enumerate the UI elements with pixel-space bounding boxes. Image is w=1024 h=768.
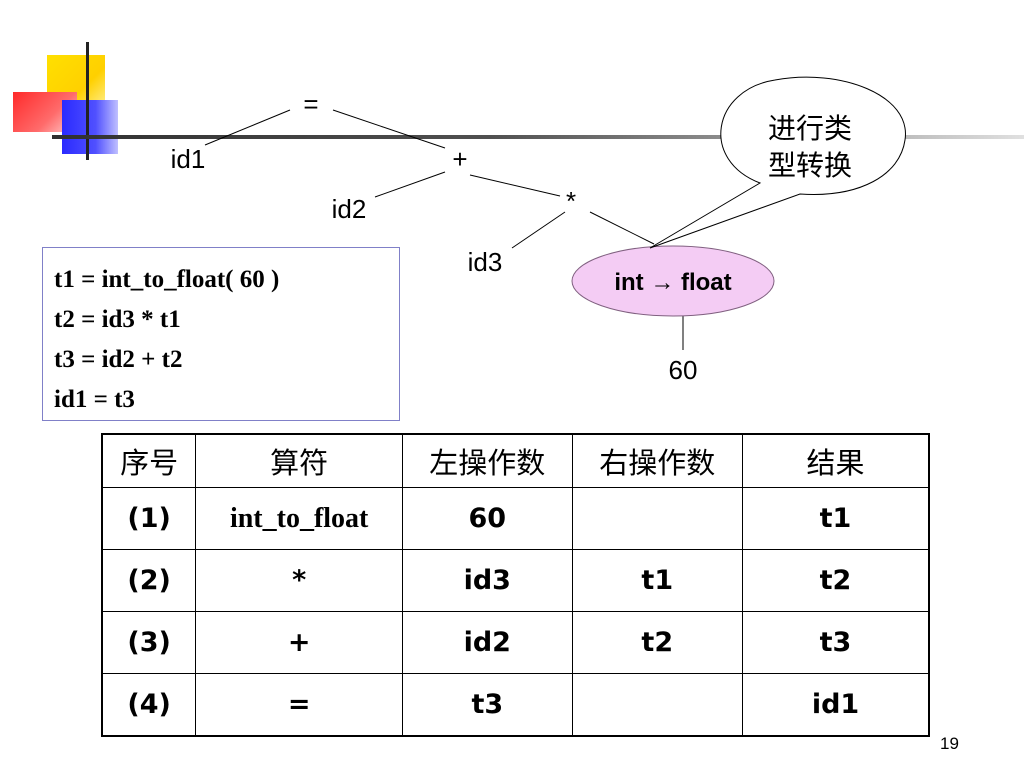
cell-result: id1: [742, 673, 930, 737]
edge-plus-times: [469, 174, 561, 197]
cell-operator: =: [195, 673, 404, 737]
header-operator: 算符: [195, 433, 404, 488]
table-row: (2) * id3 t1 t2: [101, 549, 930, 612]
cell-seq: (2): [101, 549, 197, 612]
node-plus: +: [452, 144, 467, 174]
edge-plus-id2: [374, 171, 446, 198]
cell-operator: int_to_float: [195, 487, 404, 550]
cell-right-operand: t1: [571, 549, 744, 612]
code-line-4: id1 = t3: [54, 386, 135, 413]
code-line-1: t1 = int_to_float( 60 ): [54, 266, 280, 293]
cell-operator: +: [195, 611, 404, 674]
node-times: *: [566, 186, 576, 216]
table-row: (1) int_to_float 60 t1: [101, 487, 930, 550]
code-line-2: t2 = id3 * t1: [54, 306, 181, 333]
cell-left-operand: id2: [402, 611, 573, 674]
node-assign: =: [303, 89, 318, 119]
page-number: 19: [940, 734, 959, 753]
conversion-node-ellipse: [571, 245, 775, 317]
cell-left-operand: t3: [402, 673, 573, 737]
edge-times-conversion: [589, 211, 655, 245]
title-divider-rule: [52, 135, 1024, 139]
cell-operator: *: [195, 549, 404, 612]
table-row: (3) + id2 t2 t3: [101, 611, 930, 674]
cell-result: t3: [742, 611, 930, 674]
cell-right-operand: [571, 673, 744, 737]
conversion-node-label: int → float: [614, 269, 731, 296]
cell-left-operand: 60: [402, 487, 573, 550]
edge-times-id3: [511, 211, 566, 249]
header-left-operand: 左操作数: [402, 433, 573, 488]
cell-right-operand: [571, 487, 744, 550]
edge-assign-id1: [204, 109, 291, 146]
cell-seq: (3): [101, 611, 197, 674]
quadruple-table: 序号 算符 左操作数 右操作数 结果 (1) int_to_float 60 t…: [101, 433, 930, 737]
header-right-operand: 右操作数: [571, 433, 744, 488]
code-line-3: t3 = id2 + t2: [54, 346, 183, 373]
edge-assign-plus: [332, 109, 446, 149]
node-60: 60: [669, 355, 698, 385]
cell-seq: (4): [101, 673, 197, 737]
node-id1: id1: [171, 144, 206, 174]
cell-result: t1: [742, 487, 930, 550]
table-row: (4) = t3 id1: [101, 673, 930, 737]
cell-left-operand: id3: [402, 549, 573, 612]
cell-seq: (1): [101, 487, 197, 550]
callout-line-1: 进行类: [768, 112, 852, 145]
corner-deco-vertical-rule: [86, 42, 89, 160]
header-result: 结果: [742, 433, 930, 488]
header-seq: 序号: [101, 433, 197, 488]
corner-deco-blue-square: [62, 100, 118, 154]
syntax-tree-diagram: = id1 + id2 * id3 60 int → float 进行类 型转换: [171, 76, 906, 385]
callout-bubble: [649, 76, 906, 249]
cell-right-operand: t2: [571, 611, 744, 674]
node-id2: id2: [332, 194, 367, 224]
node-id3: id3: [468, 247, 503, 277]
cell-result: t2: [742, 549, 930, 612]
three-address-code-box: t1 = int_to_float( 60 ) t2 = id3 * t1 t3…: [42, 247, 400, 421]
callout-line-2: 型转换: [768, 149, 852, 182]
table-header-row: 序号 算符 左操作数 右操作数 结果: [101, 433, 930, 488]
